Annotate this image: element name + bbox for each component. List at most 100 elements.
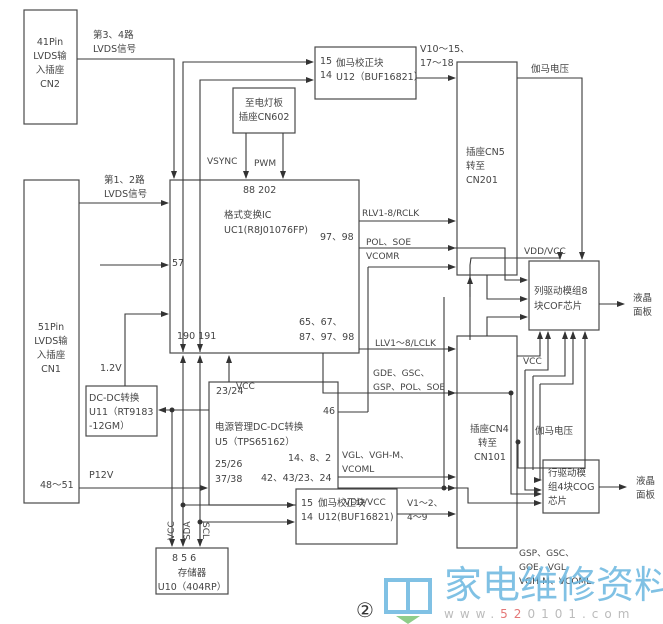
v1-label-1: V1～2、 (407, 499, 443, 509)
u5-pin-23-24: 23/24 (216, 386, 243, 397)
pol-soe-label: POL、SOE (366, 238, 411, 248)
mem-title: 存储器 (178, 567, 207, 579)
junction-dots (169, 390, 521, 525)
pwm-label: PWM (254, 159, 276, 169)
lvds12-label-1: 第1、2路 (104, 174, 145, 186)
vgl-label-2: VCOML (342, 465, 374, 475)
cn602-backlight-block: 至电灯板 插座CN602 (232, 87, 296, 134)
gamma-correction-bottom-block: 15 14 伽马校正块 U12(BUF16821) (295, 488, 398, 545)
watermark-text: 家电维修资料网 (444, 563, 663, 607)
v12-label: 1.2V (100, 363, 122, 374)
cn2-label-4: CN2 (40, 79, 60, 90)
book-icon (384, 578, 432, 624)
lcd-panel-2-label-2: 面板 (636, 489, 656, 501)
rlv-label: RLV1-8/RCLK (362, 209, 420, 219)
cn2-connector-block: 41Pin LVDS输 入插座 CN2 (23, 9, 78, 125)
vcomr-label: VCOMR (366, 252, 400, 262)
lvds34-label-1: 第3、4路 (93, 29, 134, 41)
cn1-label-4: CN1 (41, 364, 61, 375)
u5-pin-37-38: 37/38 (215, 474, 242, 485)
uc1-pins-br2: 87、97、98 (299, 332, 354, 343)
uc1-pin-97-98: 97、98 (320, 232, 354, 243)
u5-pin-25-26: 25/26 (215, 459, 242, 470)
vdd-vcc-top-label: VDD/VCC (524, 247, 566, 257)
mem-scl-label: SCL (200, 522, 210, 539)
cn5-label-3: CN201 (466, 175, 498, 186)
llv-label: LLV1～8/LCLK (375, 339, 437, 349)
cn4-label-1: 插座CN4 (470, 423, 509, 435)
cn1-label-3: 入插座 (37, 349, 66, 361)
gde-label-2: GSP、POL、SOE (373, 383, 445, 393)
mem-part: U10（404RP） (158, 581, 227, 593)
memory-u10-block: 8 5 6 存储器 U10（404RP） (155, 547, 229, 595)
cog-label-3: 芯片 (548, 495, 567, 507)
gamma-bot-pin14: 14 (301, 512, 313, 523)
gsp-label-3: VGH-M、VCOML (519, 577, 591, 587)
uc1-part: UC1(R8J01076FP) (224, 225, 308, 236)
cn1-label-2: LVDS输 (34, 335, 68, 347)
cn2-label-3: 入插座 (36, 64, 65, 76)
gamma-bot-title: 伽马校正块 (318, 497, 366, 509)
u5-pin-42-43: 42、43/23、24 (261, 473, 332, 484)
cn602-label-2: 插座CN602 (239, 111, 290, 123)
watermark-url: www.520101.com (444, 607, 635, 621)
mem-pins: 8 5 6 (172, 553, 196, 564)
vdd-vcc-bot-label: VDD/VCC (344, 498, 386, 508)
cog-row-driver-block: 行驱动模 组4块COG 芯片 (542, 459, 600, 514)
cof-column-driver-block: 列驱动模组8 块COF芯片 (528, 260, 600, 331)
vcc-uc1-label: VCC (236, 382, 255, 392)
gamma-voltage-top-label: 伽马电压 (531, 63, 570, 75)
v1-label-2: 4～9 (407, 513, 428, 523)
cn5-label-2: 转至 (466, 160, 485, 172)
u5-pin-46: 46 (323, 406, 335, 417)
lvds12-label-2: LVDS信号 (104, 188, 147, 200)
watermark-logo: 家电维修资料网 www.520101.com (384, 563, 663, 624)
cn4-label-2: 转至 (478, 437, 497, 449)
mem-vcc-label: VCC (167, 521, 177, 540)
dcdc-label-3: -12GM） (89, 420, 130, 432)
cof-label-2: 块COF芯片 (534, 300, 582, 312)
cog-label-2: 组4块COG (548, 481, 595, 493)
cog-label-1: 行驱动模 (548, 467, 587, 479)
gamma-top-part: U12（BUF16821） (336, 71, 423, 83)
gamma-top-title: 伽马校正块 (336, 57, 384, 69)
cn2-label-1: 41Pin (37, 37, 63, 48)
gsp-label-1: GSP、GSC、 (519, 549, 574, 559)
cn602-label-1: 至电灯板 (245, 97, 284, 109)
lcd-panel-2-label-1: 液晶 (636, 475, 655, 487)
lcd-panel-1-label-1: 液晶 (633, 292, 652, 304)
lcd-panel-1-label-2: 面板 (633, 306, 653, 318)
figure-number: ② (356, 598, 374, 622)
gamma-bot-pin15: 15 (301, 498, 313, 509)
vcc-cof-label: VCC (523, 357, 542, 367)
gamma-correction-top-block: 15 14 伽马校正块 U12（BUF16821） (314, 46, 423, 100)
u5-title: 电源管理DC-DC转换 (215, 421, 304, 433)
dcdc-label-2: U11（RT9183 (89, 406, 153, 418)
uc1-pins-br1: 65、67、 (299, 317, 342, 328)
gsp-label-2: GOE、VGL (519, 563, 566, 573)
gamma-top-pin14: 14 (320, 70, 332, 81)
dcdc-u11-block: DC-DC转换 U11（RT9183 -12GM） (85, 385, 158, 437)
uc1-title: 格式变换IC (224, 209, 272, 221)
p12v-label: P12V (89, 470, 114, 481)
cn1-label-1: 51Pin (38, 322, 64, 333)
uc1-format-conversion-block: 88 202 格式变换IC UC1(R8J01076FP) 97、98 57 1… (169, 179, 360, 354)
dcdc-label-1: DC-DC转换 (89, 392, 140, 404)
v10-label-1: V10～15、 (420, 44, 470, 55)
cn4-label-3: CN101 (474, 452, 506, 463)
cn5-label-1: 插座CN5 (466, 146, 505, 158)
cn1-connector-block: 51Pin LVDS输 入插座 CN1 48～51 (23, 179, 80, 504)
gamma-bot-part: U12(BUF16821) (318, 512, 394, 523)
cn2-label-2: LVDS输 (33, 50, 67, 62)
cn4-connector-block: 插座CN4 转至 CN101 (456, 335, 518, 549)
u5-pin-14-8-2: 14、8、2 (288, 453, 331, 464)
uc1-pin-57: 57 (172, 258, 184, 269)
connection-lines (77, 58, 627, 547)
v10-label-2: 17～18 (420, 58, 454, 69)
signal-labels: 第3、4路 LVDS信号 第1、2路 LVDS信号 VSYNC PWM V10～… (89, 29, 656, 587)
u5-part: U5（TPS65162） (215, 436, 295, 448)
cof-label-1: 列驱动模组8 (534, 285, 588, 297)
mem-sda-label: SDA (183, 521, 193, 540)
cn5-connector-block: 插座CN5 转至 CN201 (456, 61, 518, 276)
